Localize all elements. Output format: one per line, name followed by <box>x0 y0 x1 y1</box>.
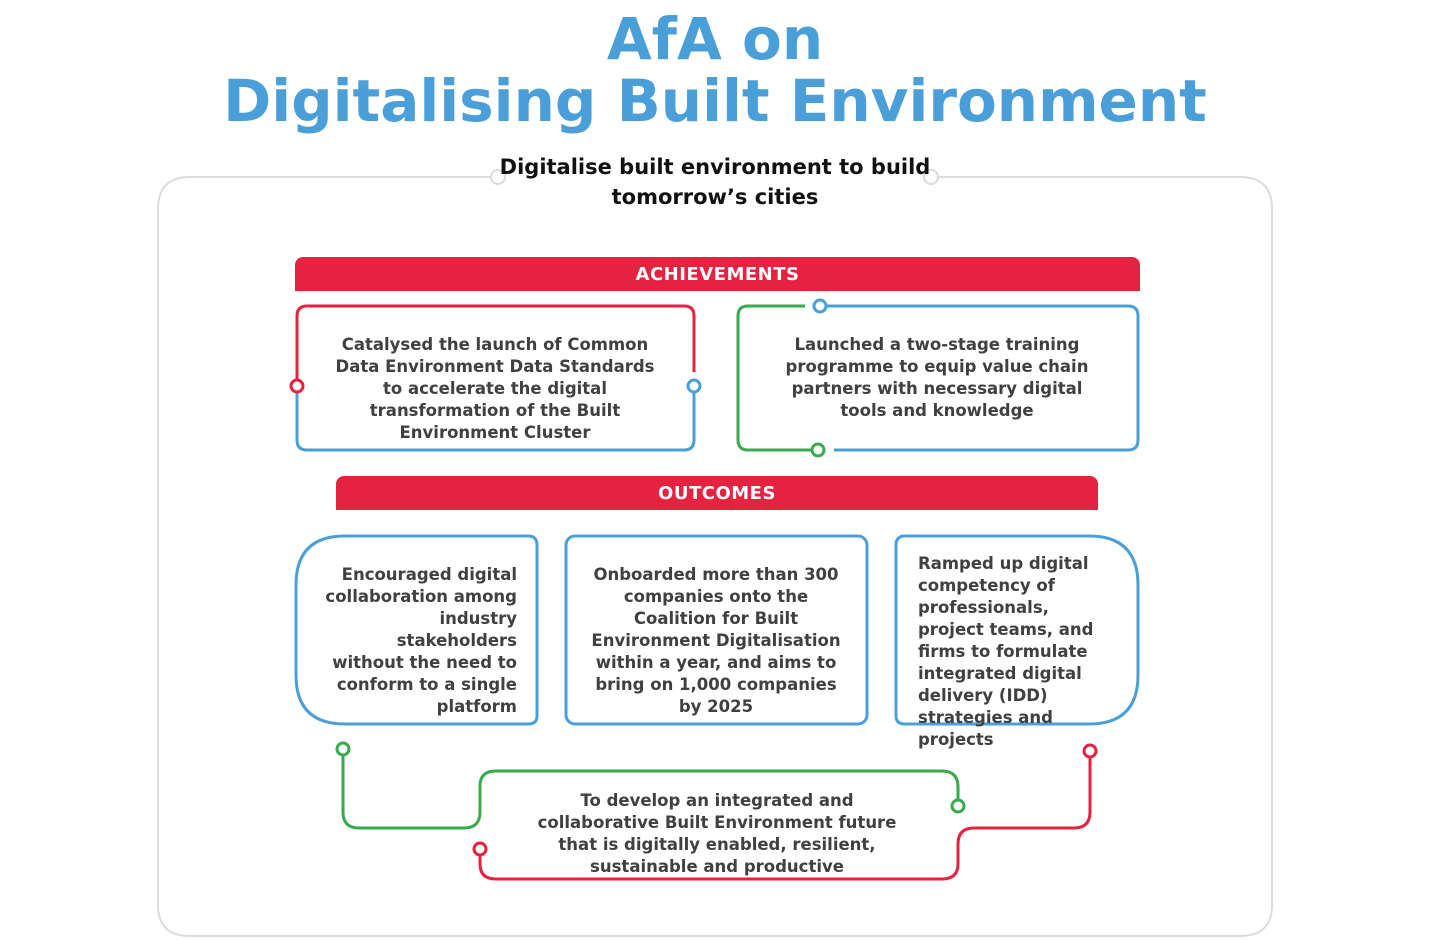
outer-frame <box>157 176 1273 937</box>
vision-red-node-left <box>472 841 488 857</box>
vision-red-node-right <box>1082 743 1098 759</box>
vision-green-node-left <box>335 741 351 757</box>
vision-statement: To develop an integrated and collaborati… <box>537 791 897 876</box>
outcome-text-2: Onboarded more than 300 companies onto t… <box>591 565 841 716</box>
achievement-box-2-blue-outline <box>826 304 1140 452</box>
achievement-text-1: Catalysed the launch of Common Data Envi… <box>335 335 655 442</box>
achievement-box-1-blue-outline <box>295 386 696 452</box>
vision-green-connector <box>341 749 960 830</box>
achievement-box-2-green-node <box>810 442 826 458</box>
vision-green-node-right <box>950 798 966 814</box>
outcome-box-3-outline <box>894 534 1140 726</box>
page-title-line-1: AfA on <box>606 5 824 73</box>
achievement-box-2-blue-node <box>812 298 828 314</box>
achievements-banner: ACHIEVEMENTS <box>295 257 1140 291</box>
frame-node-left <box>490 169 506 185</box>
page-title-line-2: Digitalising Built Environment <box>223 67 1207 135</box>
subtitle: Digitalise built environment to build to… <box>499 155 931 209</box>
outcomes-banner: OUTCOMES <box>336 476 1098 510</box>
achievement-box-1-blue-node <box>686 378 702 394</box>
outcome-text-1: Encouraged digital collaboration among i… <box>325 565 517 716</box>
vision-red-connector <box>478 757 1092 881</box>
achievement-text-2: Launched a two-stage training programme … <box>785 335 1089 420</box>
outcome-box-1-outline <box>294 534 539 726</box>
achievement-box-1-red-node <box>289 378 305 394</box>
outcome-text-3: Ramped up digital competency of professi… <box>918 554 1094 749</box>
outcome-box-2-outline <box>564 534 869 726</box>
achievement-box-2-green-outline <box>736 304 812 452</box>
achievement-box-1-red-outline <box>295 304 696 386</box>
frame-node-right <box>923 169 939 185</box>
